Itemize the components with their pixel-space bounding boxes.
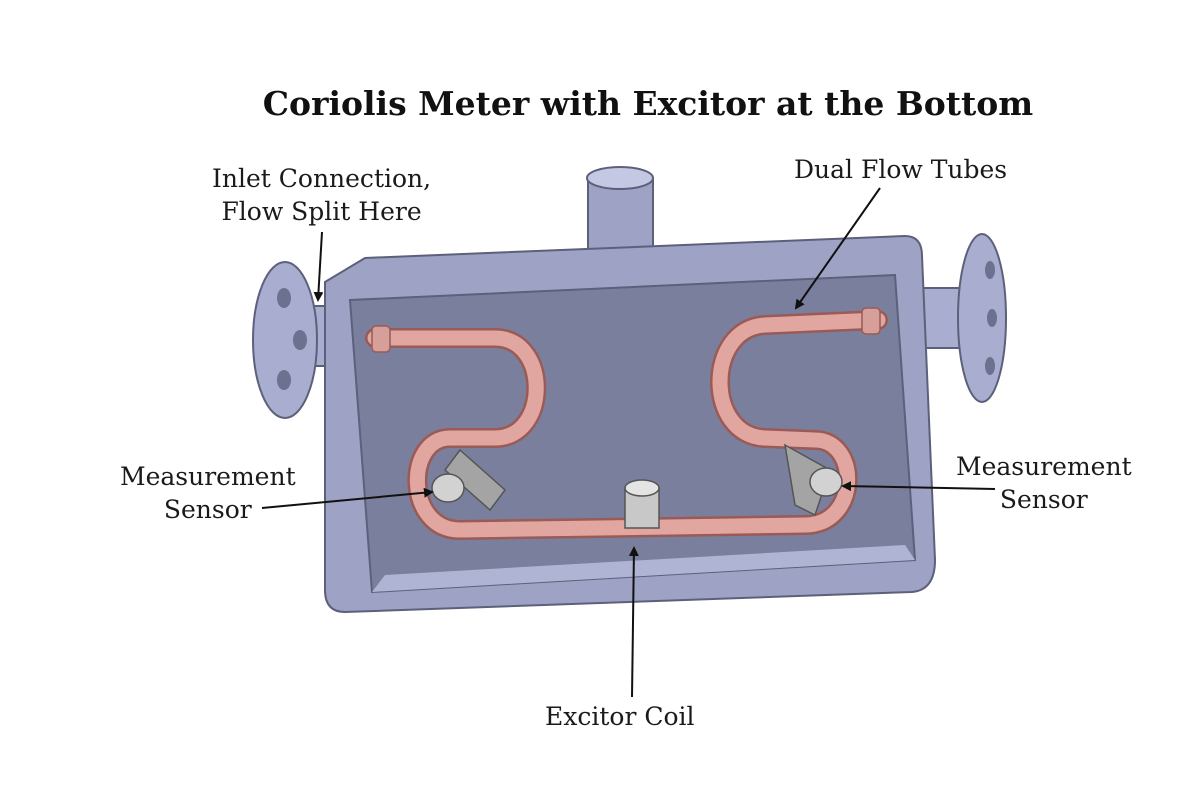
diagram-title: Coriolis Meter with Excitor at the Botto… — [262, 84, 1034, 123]
tube-outlet-fitting — [861, 307, 881, 335]
meter-housing — [324, 234, 937, 614]
excitor-arrow — [628, 546, 639, 698]
sensor-right-label-line1: Measurement — [956, 452, 1132, 481]
tube-inlet-fitting — [371, 325, 391, 353]
flow-tubes — [365, 310, 888, 540]
measurement-sensor-right — [784, 443, 843, 517]
sensor-right-arrow — [841, 481, 996, 492]
inlet-label-line2: Flow Split Here — [221, 197, 422, 226]
excitor-coil — [624, 479, 660, 529]
measurement-sensor-left — [431, 448, 507, 512]
inlet-flange — [252, 261, 334, 419]
inlet-label: Inlet Connection, Flow Split Here — [212, 162, 431, 228]
dual-tubes-arrow — [794, 187, 881, 310]
inlet-label-line1: Inlet Connection, — [212, 164, 432, 193]
sensor-right-label-line2: Sensor — [999, 485, 1088, 514]
sensor-right-label: Measurement Sensor — [956, 450, 1132, 516]
top-vent-pipe — [586, 166, 654, 261]
inlet-arrow — [313, 231, 324, 302]
sensor-left-label: Measurement Sensor — [120, 460, 296, 526]
dual-tubes-label-text: Dual Flow Tubes — [794, 155, 1008, 184]
sensor-left-arrow — [261, 487, 434, 509]
excitor-label-text: Excitor Coil — [545, 702, 695, 731]
sensor-left-label-line2: Sensor — [163, 495, 252, 524]
dual-tubes-label: Dual Flow Tubes — [794, 153, 1007, 186]
sensor-left-label-line1: Measurement — [120, 462, 296, 491]
excitor-label: Excitor Coil — [545, 700, 695, 733]
